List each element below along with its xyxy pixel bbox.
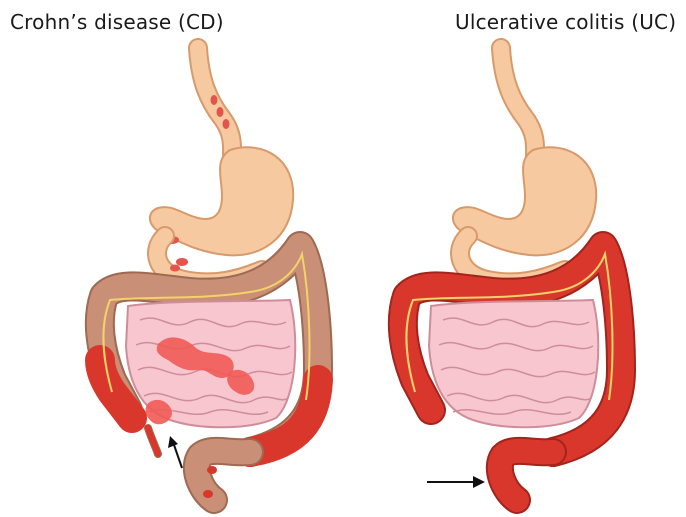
crohns-digestive-tract-illustration — [0, 0, 343, 517]
crohns-panel: Crohn’s disease (CD) — [0, 0, 343, 517]
crohns-title: Crohn’s disease (CD) — [10, 10, 224, 34]
arrow-right-icon — [427, 476, 485, 488]
ulcerative-colitis-digestive-tract-illustration — [343, 0, 686, 517]
ulcerative-colitis-panel: Ulcerative colitis (UC) — [343, 0, 686, 517]
arrow-up-icon — [168, 436, 182, 468]
ulcerative-colitis-title: Ulcerative colitis (UC) — [455, 10, 676, 34]
